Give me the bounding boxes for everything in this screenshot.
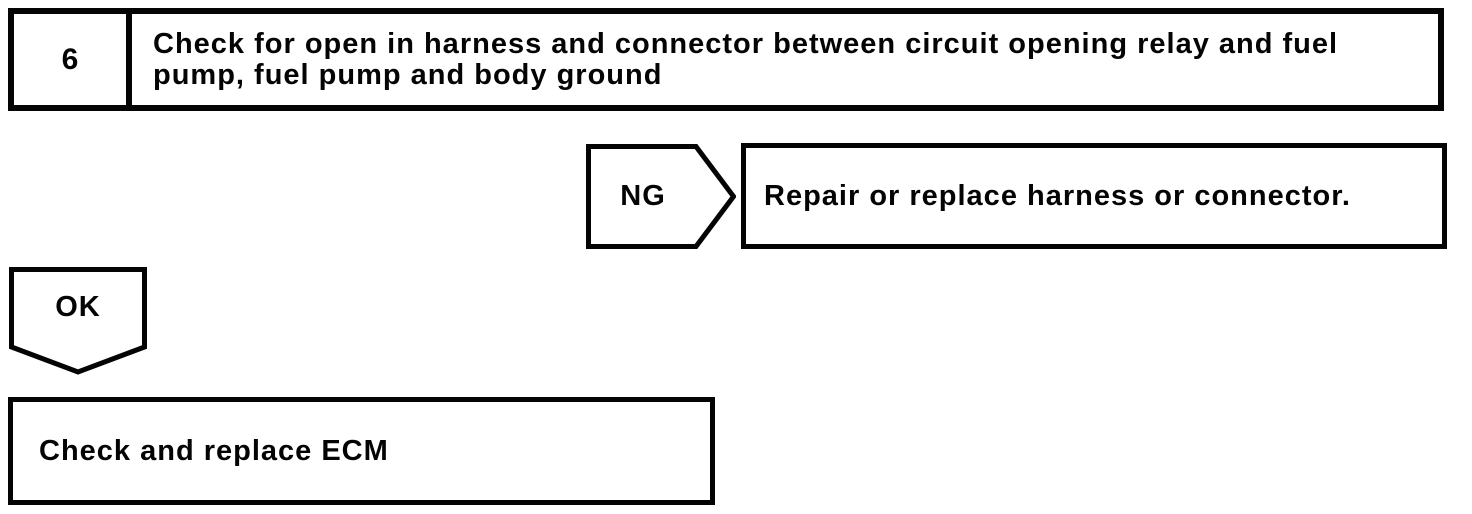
ok-action-text: Check and replace ECM [39, 434, 389, 467]
step-box: 6 Check for open in harness and connecto… [8, 8, 1444, 111]
ok-label: OK [55, 290, 101, 323]
ng-pentagon-right-icon [586, 144, 736, 249]
step-number-cell: 6 [14, 14, 132, 105]
step-number: 6 [61, 42, 79, 76]
ok-action-box: Check and replace ECM [8, 397, 715, 505]
ng-label: NG [620, 180, 666, 212]
ng-action-box: Repair or replace harness or connector. [741, 143, 1447, 249]
ok-connector: OK [9, 267, 147, 375]
step-instruction: Check for open in harness and connector … [153, 27, 1339, 91]
step-instruction-cell: Check for open in harness and connector … [132, 14, 1438, 105]
ok-pentagon-down-icon [9, 267, 147, 375]
ng-connector: NG [586, 144, 736, 249]
ng-action-text: Repair or replace harness or connector. [764, 179, 1351, 212]
